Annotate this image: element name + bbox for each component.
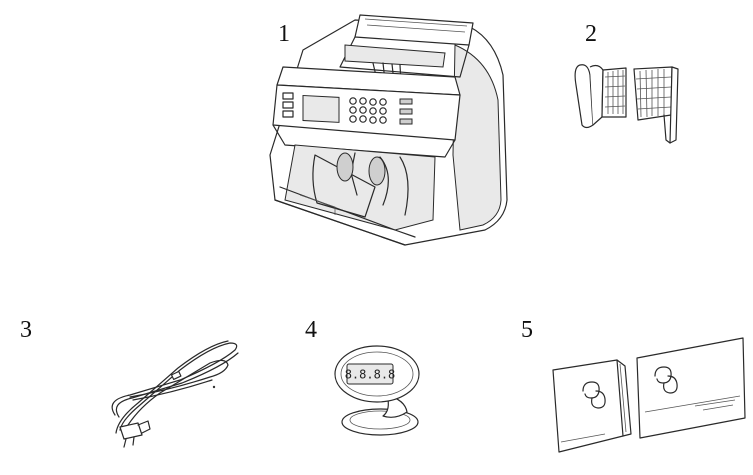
item-1-number: 1 [278, 21, 290, 47]
external-display-icon: 8.8.8.8 [325, 340, 435, 440]
note-guides-icon [568, 55, 688, 150]
power-cord-icon [100, 335, 250, 455]
user-manual-icon [545, 330, 750, 460]
item-3-number: 3 [20, 317, 32, 343]
banknote-counter-icon [255, 5, 530, 250]
item-4-number: 4 [305, 317, 317, 343]
item-5-number: 5 [521, 317, 533, 343]
item-2-number: 2 [585, 21, 597, 47]
display-digits: 8.8.8.8 [345, 368, 396, 382]
